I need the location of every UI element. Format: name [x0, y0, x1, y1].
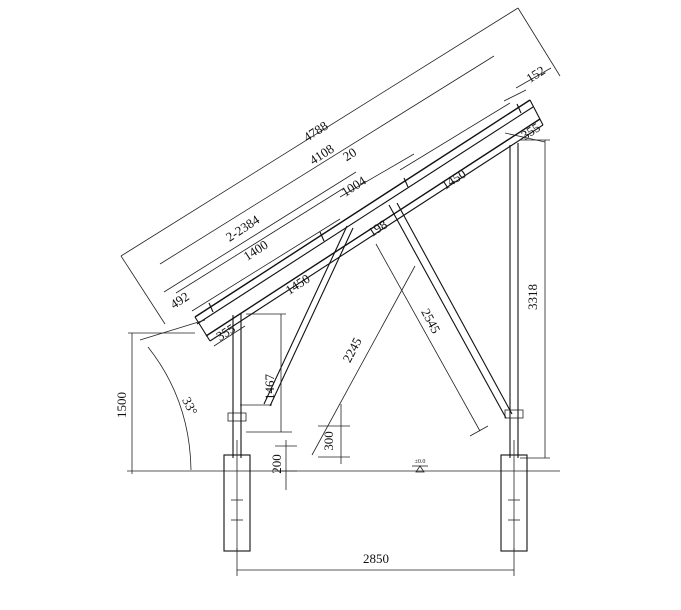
- dim-total-length: 4788: [301, 118, 331, 145]
- dim-top-clamp-offset: 355: [518, 120, 543, 143]
- brace-dimension-lines: [311, 243, 489, 456]
- rear-post: [504, 143, 524, 458]
- panel-clamps: [208, 103, 522, 313]
- dim-tilt-angle: 33°: [179, 394, 201, 417]
- dim-brace-foot-offset: 300: [321, 431, 336, 451]
- dim-post-spacing: 2850: [363, 551, 389, 566]
- rail-dimension-lines: [120, 7, 561, 347]
- dim-front-brace-length: 2245: [339, 335, 364, 365]
- ground-label: ±0.0: [415, 459, 426, 465]
- dim-bottom-clamp-offset: 355: [213, 321, 238, 344]
- dim-panel-gap: 20: [340, 144, 359, 164]
- dim-lower-rail-segment-2: 1450: [283, 271, 313, 298]
- ground-marker: ±0.0: [412, 459, 428, 473]
- front-foundation: [223, 440, 251, 552]
- rear-brace: [388, 202, 513, 419]
- dim-upper-rail-segment: 1450: [439, 166, 469, 193]
- tilt-reference-line: [139, 319, 206, 341]
- rear-foundation: [500, 440, 528, 552]
- dim-rear-brace-length: 2545: [418, 306, 443, 336]
- dim-lower-end-overhang: 492: [167, 289, 192, 312]
- dim-top-overhang: 152: [523, 63, 548, 86]
- brace-foot-dimension: [318, 404, 350, 464]
- dim-brace-offset: 198: [365, 217, 390, 240]
- rear-height-dimension: [520, 139, 550, 459]
- front-post-dimension: [246, 313, 292, 433]
- dim-lower-rail-segment: 1400: [241, 237, 271, 264]
- dim-rail-span: 1004: [339, 173, 369, 200]
- dim-front-post-height: 1467: [262, 374, 277, 401]
- tilt-angle-arc: [147, 346, 192, 471]
- main-rail: [194, 99, 544, 342]
- dim-rear-post-height: 3318: [525, 284, 540, 310]
- dim-embed-depth: 200: [269, 454, 284, 474]
- post-spacing-dimension: [236, 548, 515, 576]
- embed-depth-dimension: [275, 440, 297, 490]
- front-post: [227, 313, 247, 458]
- dim-front-height: 1500: [114, 392, 129, 418]
